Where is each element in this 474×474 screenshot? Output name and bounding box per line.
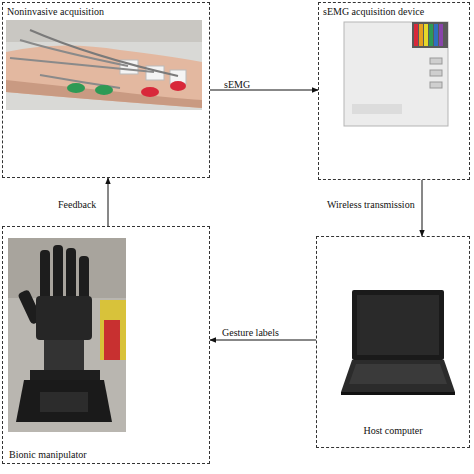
dashed-box: Host computer [316, 236, 470, 448]
flow-arrow [210, 340, 316, 341]
arm-photo [6, 20, 202, 110]
box-title: Noninvasive acquisition [7, 6, 104, 18]
robot-hand-photo [8, 238, 126, 432]
box-title: Host computer [317, 425, 469, 437]
laptop-illustration [341, 290, 455, 395]
edge-label: Feedback [58, 199, 96, 211]
box-title: sEMG acquisition device [323, 6, 424, 18]
edge-label: Wireless transmission [327, 199, 415, 211]
edge-label: sEMG [224, 79, 250, 91]
dashed-box: Bionic manipulator [2, 226, 210, 464]
box-title: Bionic manipulator [9, 449, 87, 461]
flow-arrow [422, 180, 423, 236]
flow-arrow [108, 178, 109, 226]
dashed-box: sEMG acquisition device [318, 2, 470, 180]
device-photo [344, 22, 448, 126]
dashed-box: Noninvasive acquisition [2, 2, 210, 178]
edge-label: Gesture labels [222, 327, 279, 339]
